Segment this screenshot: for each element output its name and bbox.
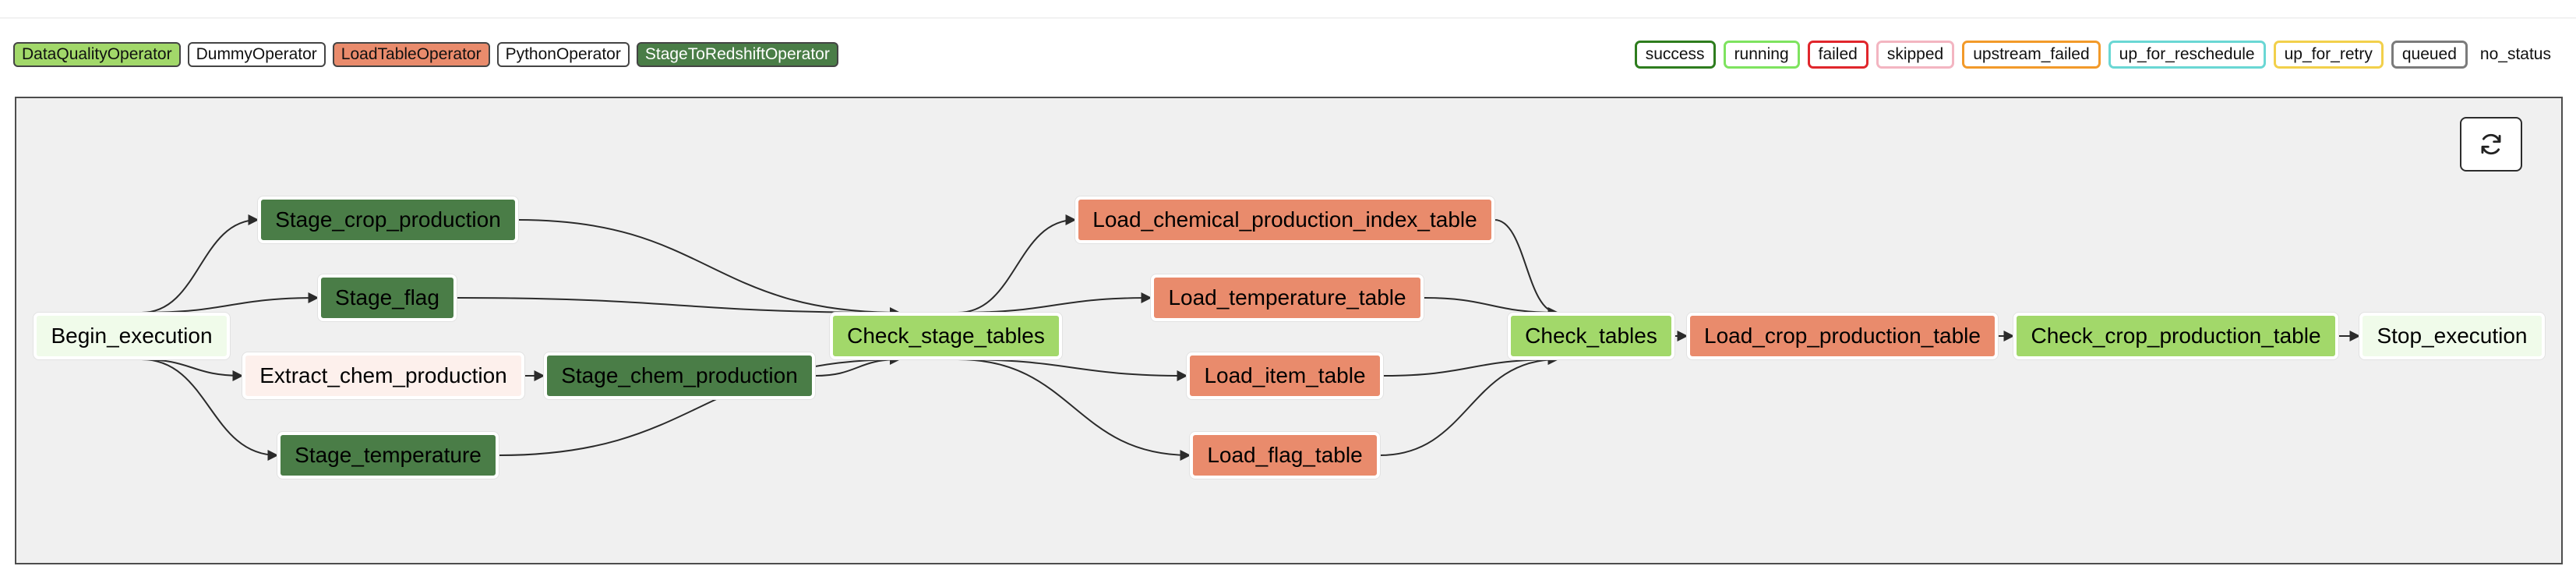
edge-check_stage-to-load_item <box>957 359 1188 381</box>
state-legend-up-for-reschedule[interactable]: up_for_reschedule <box>2108 41 2266 69</box>
task-node-begin-execution[interactable]: Begin_execution <box>34 313 230 359</box>
state-legend-success[interactable]: success <box>1634 41 1716 69</box>
edge-stage_chem-to-check_stage <box>814 354 901 377</box>
task-node-load-temperature-table[interactable]: Load_temperature_table <box>1151 274 1424 321</box>
task-node-stage-flag[interactable]: Stage_flag <box>318 274 457 321</box>
edge-load_temp-to-check_tables <box>1423 297 1559 318</box>
refresh-icon <box>2481 133 2501 155</box>
operator-legend-dummyoperator[interactable]: DummyOperator <box>187 42 326 67</box>
edge-stage_flag-to-check_stage <box>456 297 901 318</box>
edge-stage_crop-to-check_stage <box>517 219 901 318</box>
state-legend-queued[interactable]: queued <box>2391 41 2468 69</box>
task-node-check-crop-production-table[interactable]: Check_crop_production_table <box>2013 313 2338 359</box>
task-node-extract-chem-production[interactable]: Extract_chem_production <box>242 352 524 399</box>
task-node-check-tables[interactable]: Check_tables <box>1508 313 1674 359</box>
top-divider <box>0 17 2576 19</box>
operator-legend-dataqualityoperator[interactable]: DataQualityOperator <box>13 42 181 67</box>
state-legend-running[interactable]: running <box>1723 41 1800 69</box>
edge-stage_temp-to-check_stage <box>498 354 901 456</box>
task-node-stage-temperature[interactable]: Stage_temperature <box>277 432 499 479</box>
state-legend-up-for-retry[interactable]: up_for_retry <box>2273 41 2384 69</box>
operator-legend-stagetoredshiftoperator[interactable]: StageToRedshiftOperator <box>636 42 838 67</box>
state-legend-upstream-failed[interactable]: upstream_failed <box>1962 41 2101 69</box>
edge-begin-to-extract_chem <box>141 359 244 381</box>
state-legend-skipped[interactable]: skipped <box>1876 41 1955 69</box>
edge-load_chem_idx-to-check_tables <box>1494 219 1559 318</box>
edge-check_stage-to-load_flag <box>957 359 1191 461</box>
task-node-load-flag-table[interactable]: Load_flag_table <box>1190 432 1380 479</box>
operator-legend-loadtableoperator[interactable]: LoadTableOperator <box>332 42 490 67</box>
dag-edges <box>141 214 2361 461</box>
state-legend-no-status[interactable]: no_status <box>2475 41 2556 69</box>
refresh-button[interactable] <box>2460 117 2522 172</box>
task-node-check-stage-tables[interactable]: Check_stage_tables <box>830 313 1062 359</box>
task-node-stop-execution[interactable]: Stop_execution <box>2359 313 2545 359</box>
operator-legend-pythonoperator[interactable]: PythonOperator <box>496 42 630 67</box>
edge-check_stage-to-load_temp <box>957 292 1152 313</box>
edge-load_flag-to-check_tables <box>1379 354 1559 456</box>
task-node-load-crop-production-table[interactable]: Load_crop_production_table <box>1687 313 1998 359</box>
task-node-load-chemical-production-index-table[interactable]: Load_chemical_production_index_table <box>1075 196 1494 243</box>
state-legend-failed[interactable]: failed <box>1807 41 1868 69</box>
edge-check_stage-to-load_chem_idx <box>957 214 1077 313</box>
edge-begin-to-stage_crop <box>141 214 259 313</box>
task-node-stage-chem-production[interactable]: Stage_chem_production <box>544 352 815 399</box>
task-node-load-item-table[interactable]: Load_item_table <box>1187 352 1383 399</box>
edge-load_item-to-check_tables <box>1382 354 1559 377</box>
edge-begin-to-stage_flag <box>141 292 319 313</box>
task-node-stage-crop-production[interactable]: Stage_crop_production <box>258 196 518 243</box>
edge-begin-to-stage_temp <box>141 359 279 461</box>
